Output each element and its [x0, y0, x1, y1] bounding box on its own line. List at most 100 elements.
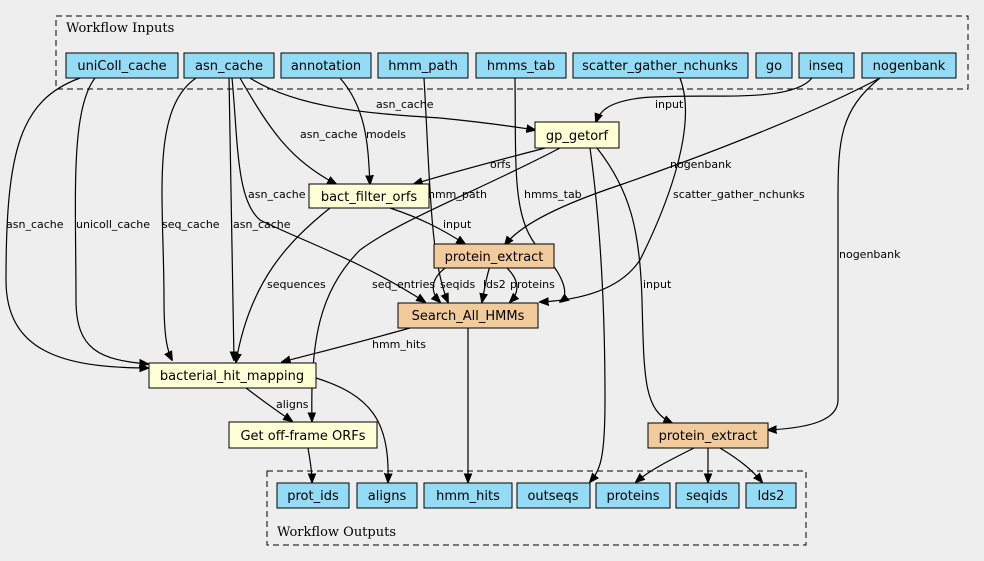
- edge-asn-cache-mapping: [228, 77, 234, 360]
- edge-input-pe1: [389, 207, 465, 244]
- node-label: proteins: [607, 489, 660, 504]
- node-label: go: [766, 59, 782, 74]
- edge-label: input: [655, 98, 684, 111]
- edge-aligns: [245, 387, 292, 421]
- input-node-nogenbank[interactable]: nogenbank: [861, 52, 957, 79]
- edge-sequences: [236, 207, 331, 362]
- edge-label: orfs: [490, 158, 511, 171]
- edge-asn-cache-search: [231, 77, 425, 302]
- edge-lds2: [482, 265, 491, 302]
- outputs-cluster-label: Workflow Outputs: [277, 525, 396, 540]
- edge-seq-entries: [312, 147, 561, 421]
- edge-label: hmms_tab: [524, 188, 582, 201]
- edge-label: asn_cache: [248, 188, 306, 201]
- edge-unicoll-cache: [74, 77, 148, 364]
- inputs-cluster: Workflow Inputs: [55, 15, 969, 90]
- edge-label: asn_cache: [233, 218, 291, 231]
- node-label: hmm_hits: [436, 489, 500, 504]
- edge-models: [339, 77, 370, 184]
- edge-seqids: [433, 265, 449, 302]
- edge-proteins: [504, 265, 517, 302]
- output-node-prot-ids[interactable]: prot_ids: [276, 482, 350, 509]
- node-label: gp_getorf: [546, 129, 609, 144]
- node-label: scatter_gather_nchunks: [582, 59, 738, 74]
- edge-mapping-aligns: [315, 377, 388, 482]
- node-label: aligns: [368, 489, 407, 504]
- input-node-annotation[interactable]: annotation: [280, 52, 372, 79]
- node-label: bacterial_hit_mapping: [160, 369, 304, 384]
- input-node-unicoll-cache[interactable]: uniColl_cache: [65, 52, 179, 79]
- step-node-protein-extract-2[interactable]: protein_extract: [647, 422, 769, 449]
- edge-asn-cache-getorf: [249, 77, 535, 130]
- output-nodes: prot_ids aligns hmm_hits outseqs protein…: [276, 482, 797, 509]
- edge-label: input: [643, 278, 672, 291]
- output-node-outseqs[interactable]: outseqs: [516, 482, 591, 509]
- edge-label: asn_cache: [6, 218, 64, 231]
- node-label: protein_extract: [659, 429, 758, 444]
- edges: [5, 77, 881, 482]
- step-node-get-off-frame-orfs[interactable]: Get off-frame ORFs: [228, 421, 378, 449]
- step-node-protein-extract-1[interactable]: protein_extract: [433, 243, 555, 269]
- node-label: uniColl_cache: [77, 59, 166, 74]
- edge-inseq-getorf: [596, 77, 813, 122]
- node-label: outseqs: [527, 489, 578, 504]
- node-label: Search_All_HMMs: [412, 309, 525, 324]
- input-node-hmms-tab[interactable]: hmms_tab: [475, 52, 567, 79]
- input-node-hmm-path[interactable]: hmm_path: [377, 52, 469, 79]
- input-node-scatter-gather-nchunks[interactable]: scatter_gather_nchunks: [572, 52, 749, 79]
- node-label: seqids: [686, 489, 728, 504]
- input-node-go[interactable]: go: [755, 52, 793, 79]
- outputs-cluster: Workflow Outputs: [266, 470, 807, 546]
- edge-prot-ids: [307, 447, 312, 482]
- edge-label: asn_cache: [376, 98, 434, 111]
- edge-label: sequences: [267, 278, 326, 291]
- edge-label: seqids: [440, 278, 476, 291]
- node-label: hmm_path: [388, 59, 458, 74]
- node-label: hmms_tab: [487, 59, 555, 74]
- edge-label: nogenbank: [839, 248, 901, 261]
- edge-label: lds2: [483, 278, 506, 291]
- inputs-cluster-label: Workflow Inputs: [66, 21, 174, 36]
- edge-label: models: [366, 128, 406, 141]
- edge-label: seq_cache: [162, 218, 220, 231]
- edge-nogenbank-pe2: [768, 77, 881, 430]
- input-node-asn-cache[interactable]: asn_cache: [183, 52, 275, 79]
- input-node-inseq[interactable]: inseq: [798, 52, 855, 79]
- edge-label: asn_cache: [300, 128, 358, 141]
- step-node-search-all-hmms[interactable]: Search_All_HMMs: [397, 302, 539, 329]
- edge-pe2-lds2: [719, 447, 762, 482]
- input-nodes: uniColl_cache asn_cache annotation hmm_p…: [65, 52, 957, 79]
- node-label: protein_extract: [445, 250, 544, 265]
- edge-label: hmm_hits: [372, 338, 426, 351]
- edge-label: scatter_gather_nchunks: [673, 188, 805, 201]
- node-label: prot_ids: [287, 489, 339, 504]
- node-label: bact_filter_orfs: [321, 190, 418, 205]
- output-node-proteins[interactable]: proteins: [595, 482, 671, 509]
- output-node-lds2[interactable]: lds2: [745, 482, 797, 509]
- edge-hmms-tab: [514, 77, 565, 302]
- edge-pe2-proteins: [636, 447, 695, 482]
- node-label: lds2: [758, 489, 785, 504]
- output-node-hmm-hits[interactable]: hmm_hits: [423, 482, 513, 509]
- edge-hmm-path: [423, 77, 448, 302]
- node-label: asn_cache: [195, 59, 263, 74]
- edge-label: input: [443, 218, 472, 231]
- node-label: nogenbank: [873, 59, 946, 74]
- edge-hmm-hits-mapping: [282, 327, 411, 362]
- edge-label: aligns: [276, 398, 309, 411]
- edge-unicoll-asn-cache: [5, 77, 148, 368]
- step-node-gp-getorf[interactable]: gp_getorf: [534, 121, 620, 149]
- edge-input-pe2: [596, 147, 672, 423]
- output-node-aligns[interactable]: aligns: [356, 482, 418, 509]
- node-label: inseq: [809, 59, 844, 74]
- step-node-bact-filter-orfs[interactable]: bact_filter_orfs: [308, 183, 430, 209]
- output-node-seqids[interactable]: seqids: [675, 482, 740, 509]
- edge-orfs: [414, 147, 546, 184]
- step-node-bacterial-hit-mapping[interactable]: bacterial_hit_mapping: [148, 362, 317, 389]
- edge-label: nogenbank: [670, 158, 732, 171]
- edge-labels: asn_cache input asn_cache models orfs no…: [6, 98, 901, 411]
- edge-label: proteins: [510, 278, 555, 291]
- edge-scatter: [540, 77, 687, 302]
- edge-nogenbank-pe1: [505, 77, 881, 245]
